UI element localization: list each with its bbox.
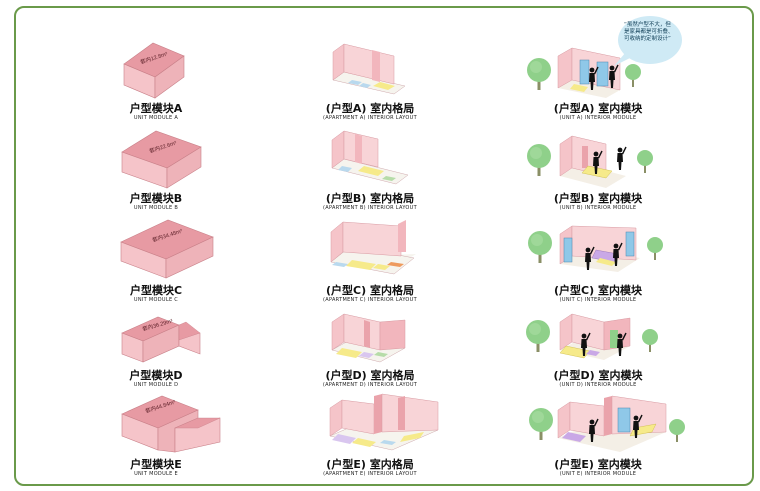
caption-module-a: 户型模块A UNIT MODULE A (71, 103, 241, 122)
caption-interior-e: (户型E) 室内模块 (UNIT E) INTERIOR MODULE (513, 459, 683, 478)
layout-plan-d (331, 313, 406, 363)
module-title: 户型模块C (129, 284, 183, 297)
caption-layout-e: (户型E) 室内格局 (APARTMENT E) INTERIOR LAYOUT (285, 459, 455, 478)
caption-module-e: 户型模块E UNIT MODULE E (71, 459, 241, 478)
module-title: 户型模块B (129, 192, 183, 205)
caption-layout-d: (户型D) 室内格局 (APARTMENT D) INTERIOR LAYOUT (285, 370, 455, 389)
module-title: 户型模块A (129, 102, 183, 115)
interior-scene-a (527, 16, 682, 98)
caption-interior-a: (户型A) 室内模块 (UNIT A) INTERIOR MODULE (513, 103, 683, 122)
interior-scene-c (528, 225, 663, 272)
caption-layout-c: (户型C) 室内格局 (APARTMENT C) INTERIOR LAYOUT (285, 285, 455, 304)
layout-plan-a (332, 43, 406, 95)
layout-title: (户型E) 室内格局 (326, 458, 414, 471)
interior-subtitle: (UNIT B) INTERIOR MODULE (559, 205, 637, 211)
massing-box-a (123, 42, 185, 99)
massing-box-d (121, 316, 201, 363)
interior-subtitle: (UNIT E) INTERIOR MODULE (559, 471, 637, 477)
massing-box-e (121, 395, 221, 453)
interior-title: (户型B) 室内模块 (553, 192, 643, 205)
module-subtitle: UNIT MODULE A (133, 115, 179, 121)
layout-plan-c (330, 220, 416, 275)
interior-title: (户型A) 室内模块 (553, 102, 643, 115)
layout-plan-b (331, 130, 409, 185)
speech-bubble-shape (618, 16, 682, 64)
module-subtitle: UNIT MODULE B (133, 205, 179, 211)
speech-bubble: “虽然户型不大，但是家具都是可折叠、可收纳的定制设计” (618, 18, 682, 66)
caption-module-b: 户型模块B UNIT MODULE B (71, 193, 241, 212)
layout-title: (户型A) 室内格局 (325, 102, 415, 115)
module-title: 户型模块D (129, 369, 183, 382)
module-subtitle: UNIT MODULE D (133, 382, 179, 388)
module-subtitle: UNIT MODULE E (134, 471, 178, 477)
layout-subtitle: (APARTMENT D) INTERIOR LAYOUT (322, 382, 418, 388)
speech-bubble-text: “虽然户型不大，但是家具都是可折叠、可收纳的定制设计” (624, 22, 674, 42)
layout-title: (户型C) 室内格局 (326, 284, 414, 297)
interior-title: (户型D) 室内模块 (553, 369, 643, 382)
layout-subtitle: (APARTMENT A) INTERIOR LAYOUT (323, 115, 417, 121)
interior-title: (户型C) 室内模块 (554, 284, 642, 297)
layout-subtitle: (APARTMENT E) INTERIOR LAYOUT (323, 471, 417, 477)
interior-scene-b (527, 135, 653, 188)
interior-scene-e (529, 395, 685, 452)
caption-module-d: 户型模块D UNIT MODULE D (71, 370, 241, 389)
module-subtitle: UNIT MODULE C (133, 297, 179, 303)
layout-subtitle: (APARTMENT B) INTERIOR LAYOUT (323, 205, 417, 211)
caption-layout-a: (户型A) 室内格局 (APARTMENT A) INTERIOR LAYOUT (285, 103, 455, 122)
massing-box-b (121, 130, 202, 189)
layout-title: (户型B) 室内格局 (325, 192, 415, 205)
module-title: 户型模块E (130, 458, 182, 471)
massing-box-c (120, 219, 214, 279)
layout-plan-e (329, 393, 439, 451)
layout-title: (户型D) 室内格局 (325, 369, 415, 382)
interior-subtitle: (UNIT C) INTERIOR MODULE (559, 297, 637, 303)
interior-title: (户型E) 室内模块 (554, 458, 642, 471)
layout-subtitle: (APARTMENT C) INTERIOR LAYOUT (323, 297, 417, 303)
caption-interior-c: (户型C) 室内模块 (UNIT C) INTERIOR MODULE (513, 285, 683, 304)
caption-module-c: 户型模块C UNIT MODULE C (71, 285, 241, 304)
interior-scene-d (526, 313, 658, 360)
caption-layout-b: (户型B) 室内格局 (APARTMENT B) INTERIOR LAYOUT (285, 193, 455, 212)
interior-subtitle: (UNIT A) INTERIOR MODULE (559, 115, 637, 121)
caption-interior-b: (户型B) 室内模块 (UNIT B) INTERIOR MODULE (513, 193, 683, 212)
caption-interior-d: (户型D) 室内模块 (UNIT D) INTERIOR MODULE (513, 370, 683, 389)
interior-subtitle: (UNIT D) INTERIOR MODULE (559, 382, 637, 388)
